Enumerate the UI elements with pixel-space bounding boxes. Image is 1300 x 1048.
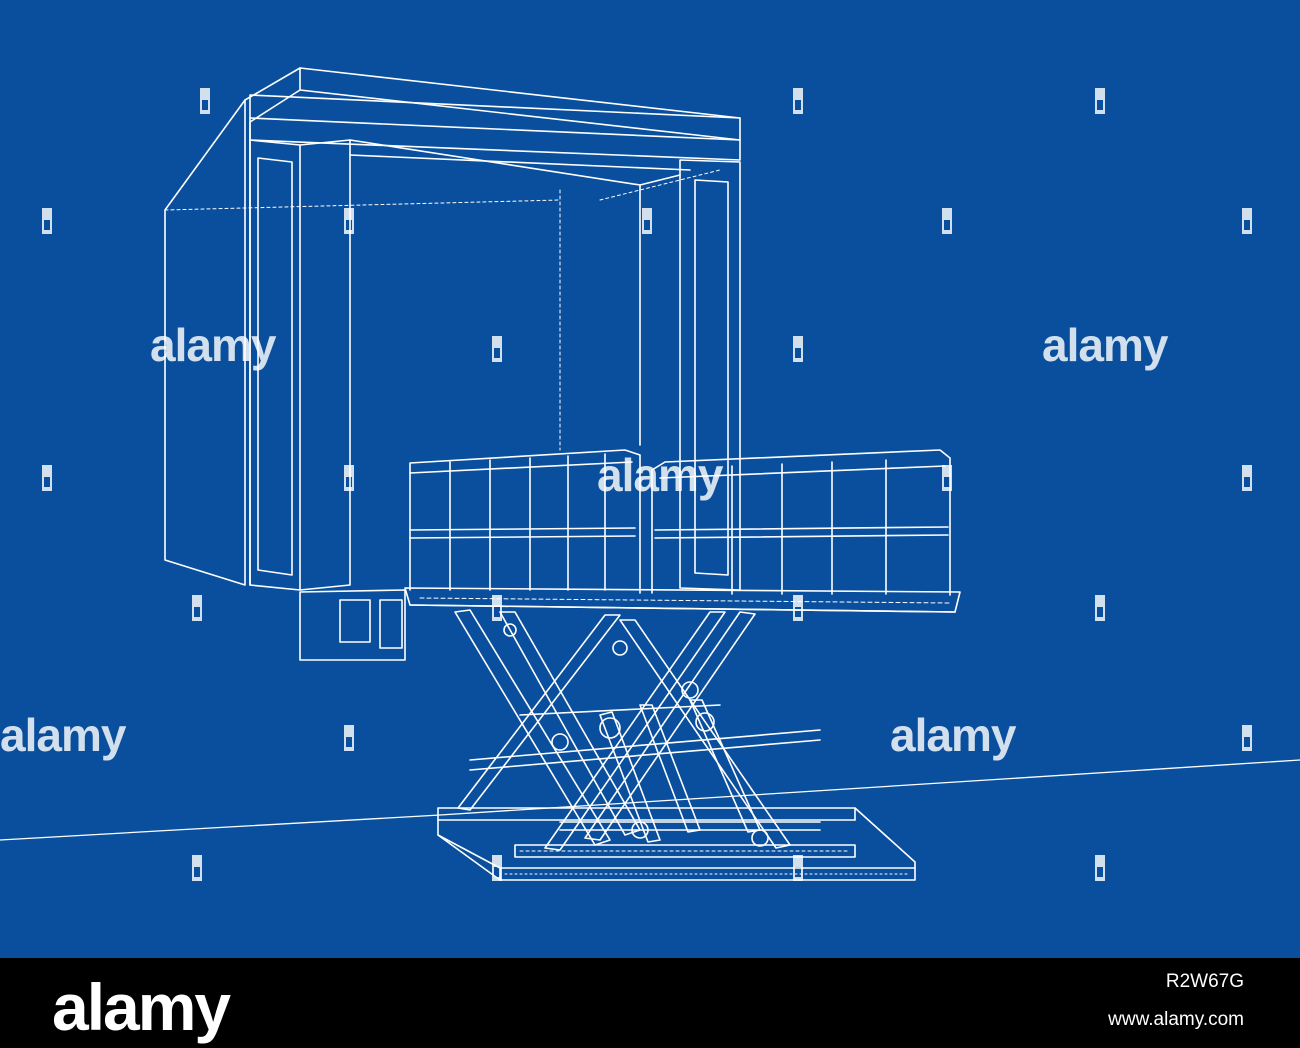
image-id: R2W67G <box>1165 971 1244 992</box>
alamy-a-icon <box>793 595 803 621</box>
alamy-logo: alamy <box>52 970 231 1044</box>
watermark-text: alamy <box>890 709 1016 761</box>
scissor-lift-wireframe <box>0 67 1300 881</box>
scissor-arms <box>454 609 821 851</box>
alamy-a-icon <box>942 465 952 491</box>
watermark-text: alamy <box>0 709 126 761</box>
watermark-text: alamy <box>150 319 276 371</box>
alamy-a-icon <box>1095 88 1105 114</box>
watermark-text: alamy <box>597 449 723 501</box>
watermark-text: alamy <box>1042 319 1168 371</box>
watermark-icons <box>42 88 1252 881</box>
alamy-a-icon <box>492 855 502 881</box>
alamy-a-icon <box>1242 725 1252 751</box>
alamy-a-icon <box>42 465 52 491</box>
railing-left <box>409 449 641 594</box>
alamy-a-icon <box>344 725 354 751</box>
alamy-a-icon <box>793 336 803 362</box>
site-url[interactable]: www.alamy.com <box>1108 1009 1244 1030</box>
alamy-a-icon <box>1095 595 1105 621</box>
image-canvas: alamy alamy alamy alamy alamy <box>0 0 1300 958</box>
alamy-a-icon <box>200 88 210 114</box>
alamy-a-icon <box>492 336 502 362</box>
alamy-a-icon <box>192 595 202 621</box>
railing-right <box>651 449 951 596</box>
footer-bar: alamy R2W67G www.alamy.com <box>0 958 1300 1048</box>
alamy-a-icon <box>1095 855 1105 881</box>
alamy-a-icon <box>1242 208 1252 234</box>
ground-line <box>0 759 1300 841</box>
alamy-a-icon <box>793 855 803 881</box>
alamy-a-icon <box>492 595 502 621</box>
alamy-a-icon <box>642 208 652 234</box>
alamy-a-icon <box>192 855 202 881</box>
alamy-a-icon <box>344 465 354 491</box>
alamy-a-icon <box>42 208 52 234</box>
alamy-a-icon <box>793 88 803 114</box>
lift-platform <box>404 587 961 613</box>
alamy-a-icon <box>344 208 354 234</box>
alamy-a-icon <box>1242 465 1252 491</box>
alamy-a-icon <box>942 208 952 234</box>
lift-base <box>437 807 916 881</box>
